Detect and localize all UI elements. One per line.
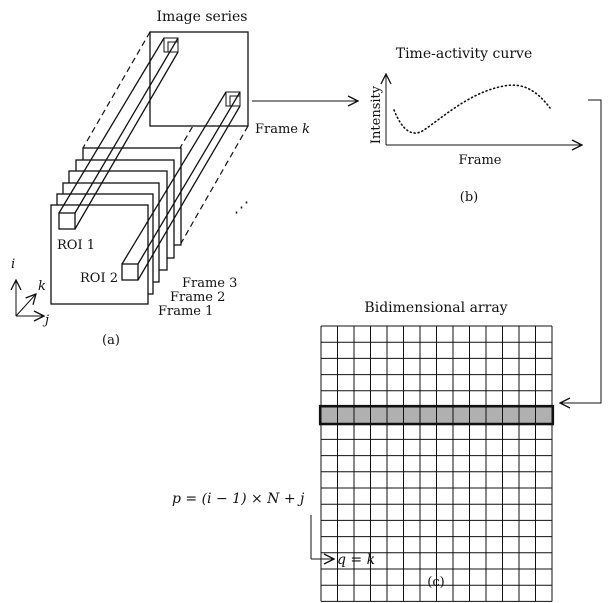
- roi-2-front-cap: [121, 263, 139, 281]
- image-series-title: Image series: [157, 9, 248, 25]
- roi-1-front-cap: [58, 212, 76, 230]
- dashed-connector-bottom-right: [179, 125, 249, 246]
- curve-title: Time-activity curve: [396, 46, 533, 62]
- arrow-curve-to-array: [560, 99, 602, 403]
- axis-i-label: i: [11, 257, 15, 272]
- time-activity-curve: [393, 84, 551, 134]
- panel-a: Image series ROI 1 ROI 2 Fr: [11, 9, 310, 348]
- ellipsis-glyph: ⋰: [234, 198, 249, 216]
- caption-c: (c): [427, 575, 444, 590]
- array-column-index: q = k: [337, 552, 375, 568]
- dashed-connector-top-left: [82, 31, 151, 149]
- frame-k-text: Frame: [255, 122, 298, 137]
- caption-b: (b): [460, 190, 478, 205]
- roi-1-tube-edge-bottom: [74, 51, 179, 230]
- array-grid: [318, 325, 555, 602]
- row-index-formula: p = (i − 1) × N + j: [172, 491, 305, 507]
- roi-1-tube-edge-right: [74, 37, 179, 214]
- caption-a: (a): [102, 333, 120, 348]
- curve-y-label: Intensity: [369, 85, 384, 144]
- roi-1-tube-edge-left: [58, 37, 165, 214]
- frame-1-label: Frame 1: [158, 304, 213, 319]
- roi-2-tube-edge-bottom: [137, 105, 241, 281]
- highlighted-row-outline: [318, 404, 555, 426]
- axis-k-line: [15, 294, 36, 317]
- curve-x-label: Frame: [458, 153, 501, 168]
- axis-j-label: j: [42, 313, 49, 328]
- roi-2-tube-edge-right: [137, 91, 241, 265]
- roi-2-label: ROI 2: [80, 271, 118, 286]
- frame-k-label: Frame k: [255, 122, 310, 137]
- frame-3-label: Frame 3: [182, 276, 237, 291]
- array-title: Bidimensional array: [364, 300, 507, 316]
- panel-b: Time-activity curve Intensity Frame (b): [369, 46, 582, 205]
- frame-k-variable: k: [302, 122, 310, 137]
- roi-2-tube-edge-left: [121, 91, 227, 265]
- frame-2-label: Frame 2: [170, 290, 225, 305]
- axis-k-label: k: [38, 279, 46, 294]
- panel-c: Bidimensional array p = (i − 1) × N + j …: [172, 300, 555, 602]
- ijk-axes: i k j: [11, 257, 49, 328]
- roi-1-label: ROI 1: [57, 238, 95, 253]
